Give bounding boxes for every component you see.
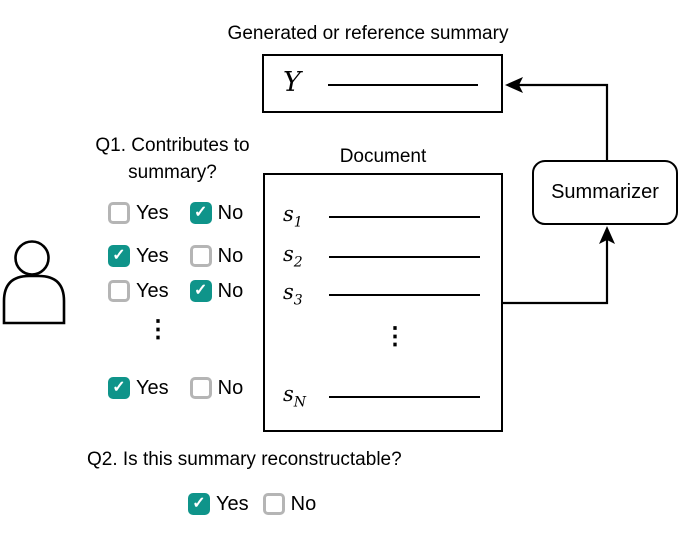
sentence-symbol: sN (283, 382, 307, 411)
q1-row-3: Yes ✓ No (108, 280, 243, 302)
arrowhead-left (505, 77, 523, 93)
yes-label: Yes (216, 492, 249, 515)
document-ellipsis: ⋮ (383, 323, 407, 350)
arrowhead-up (599, 226, 615, 244)
q2-yes-checkbox[interactable]: ✓ (188, 493, 210, 515)
person-body (2, 274, 66, 325)
q1-row3-yes-checkbox[interactable] (108, 280, 130, 302)
q2-row: ✓ Yes No (188, 493, 316, 515)
no-label: No (217, 244, 244, 267)
document-to-summarizer-line (503, 239, 609, 305)
q1-row3-no-checkbox[interactable]: ✓ (189, 280, 212, 302)
document-caption: Document (339, 146, 427, 167)
document-box: s1 s2 s3 ⋮ sN (263, 173, 503, 432)
no-label: No (290, 492, 317, 515)
no-label: No (217, 201, 244, 224)
person-head (14, 240, 50, 276)
q1-row4-no-checkbox[interactable] (189, 377, 212, 399)
sentence-symbol: s1 (283, 202, 303, 231)
q1-row2-yes-checkbox[interactable]: ✓ (108, 245, 130, 267)
sentence-symbol: s3 (283, 280, 303, 309)
q1-ellipsis: ⋮ (146, 316, 170, 343)
q1-row1-no-checkbox[interactable]: ✓ (189, 202, 212, 224)
summary-text-rule (328, 84, 478, 86)
summary-box: Y (262, 54, 503, 113)
q1-row-1: Yes ✓ No (108, 202, 243, 224)
sentence-rule (329, 396, 480, 398)
yes-label: Yes (136, 376, 169, 399)
sentence-symbol: s2 (283, 242, 303, 271)
q1-row-4: ✓ Yes No (108, 377, 243, 399)
q2-no-checkbox[interactable] (262, 493, 285, 515)
sentence-rule (329, 216, 480, 218)
summarizer-to-summary-line (519, 83, 609, 160)
summarizer-box: Summarizer (532, 160, 678, 225)
q1-row-2: ✓ Yes No (108, 245, 243, 267)
yes-label: Yes (136, 201, 169, 224)
sentence-rule (329, 256, 480, 258)
q1-row4-yes-checkbox[interactable]: ✓ (108, 377, 130, 399)
no-label: No (217, 279, 244, 302)
q2-question: Q2. Is this summary reconstructable? (87, 449, 402, 470)
q1-row2-no-checkbox[interactable] (189, 245, 212, 267)
yes-label: Yes (136, 279, 169, 302)
summary-caption: Generated or reference summary (227, 23, 509, 44)
summary-symbol: Y (283, 67, 301, 99)
q1-question: Q1. Contributes to summary? (95, 135, 250, 183)
yes-label: Yes (136, 244, 169, 267)
sentence-rule (329, 294, 480, 296)
no-label: No (217, 376, 244, 399)
q1-row1-yes-checkbox[interactable] (108, 202, 130, 224)
summarizer-label: Summarizer (551, 181, 659, 203)
